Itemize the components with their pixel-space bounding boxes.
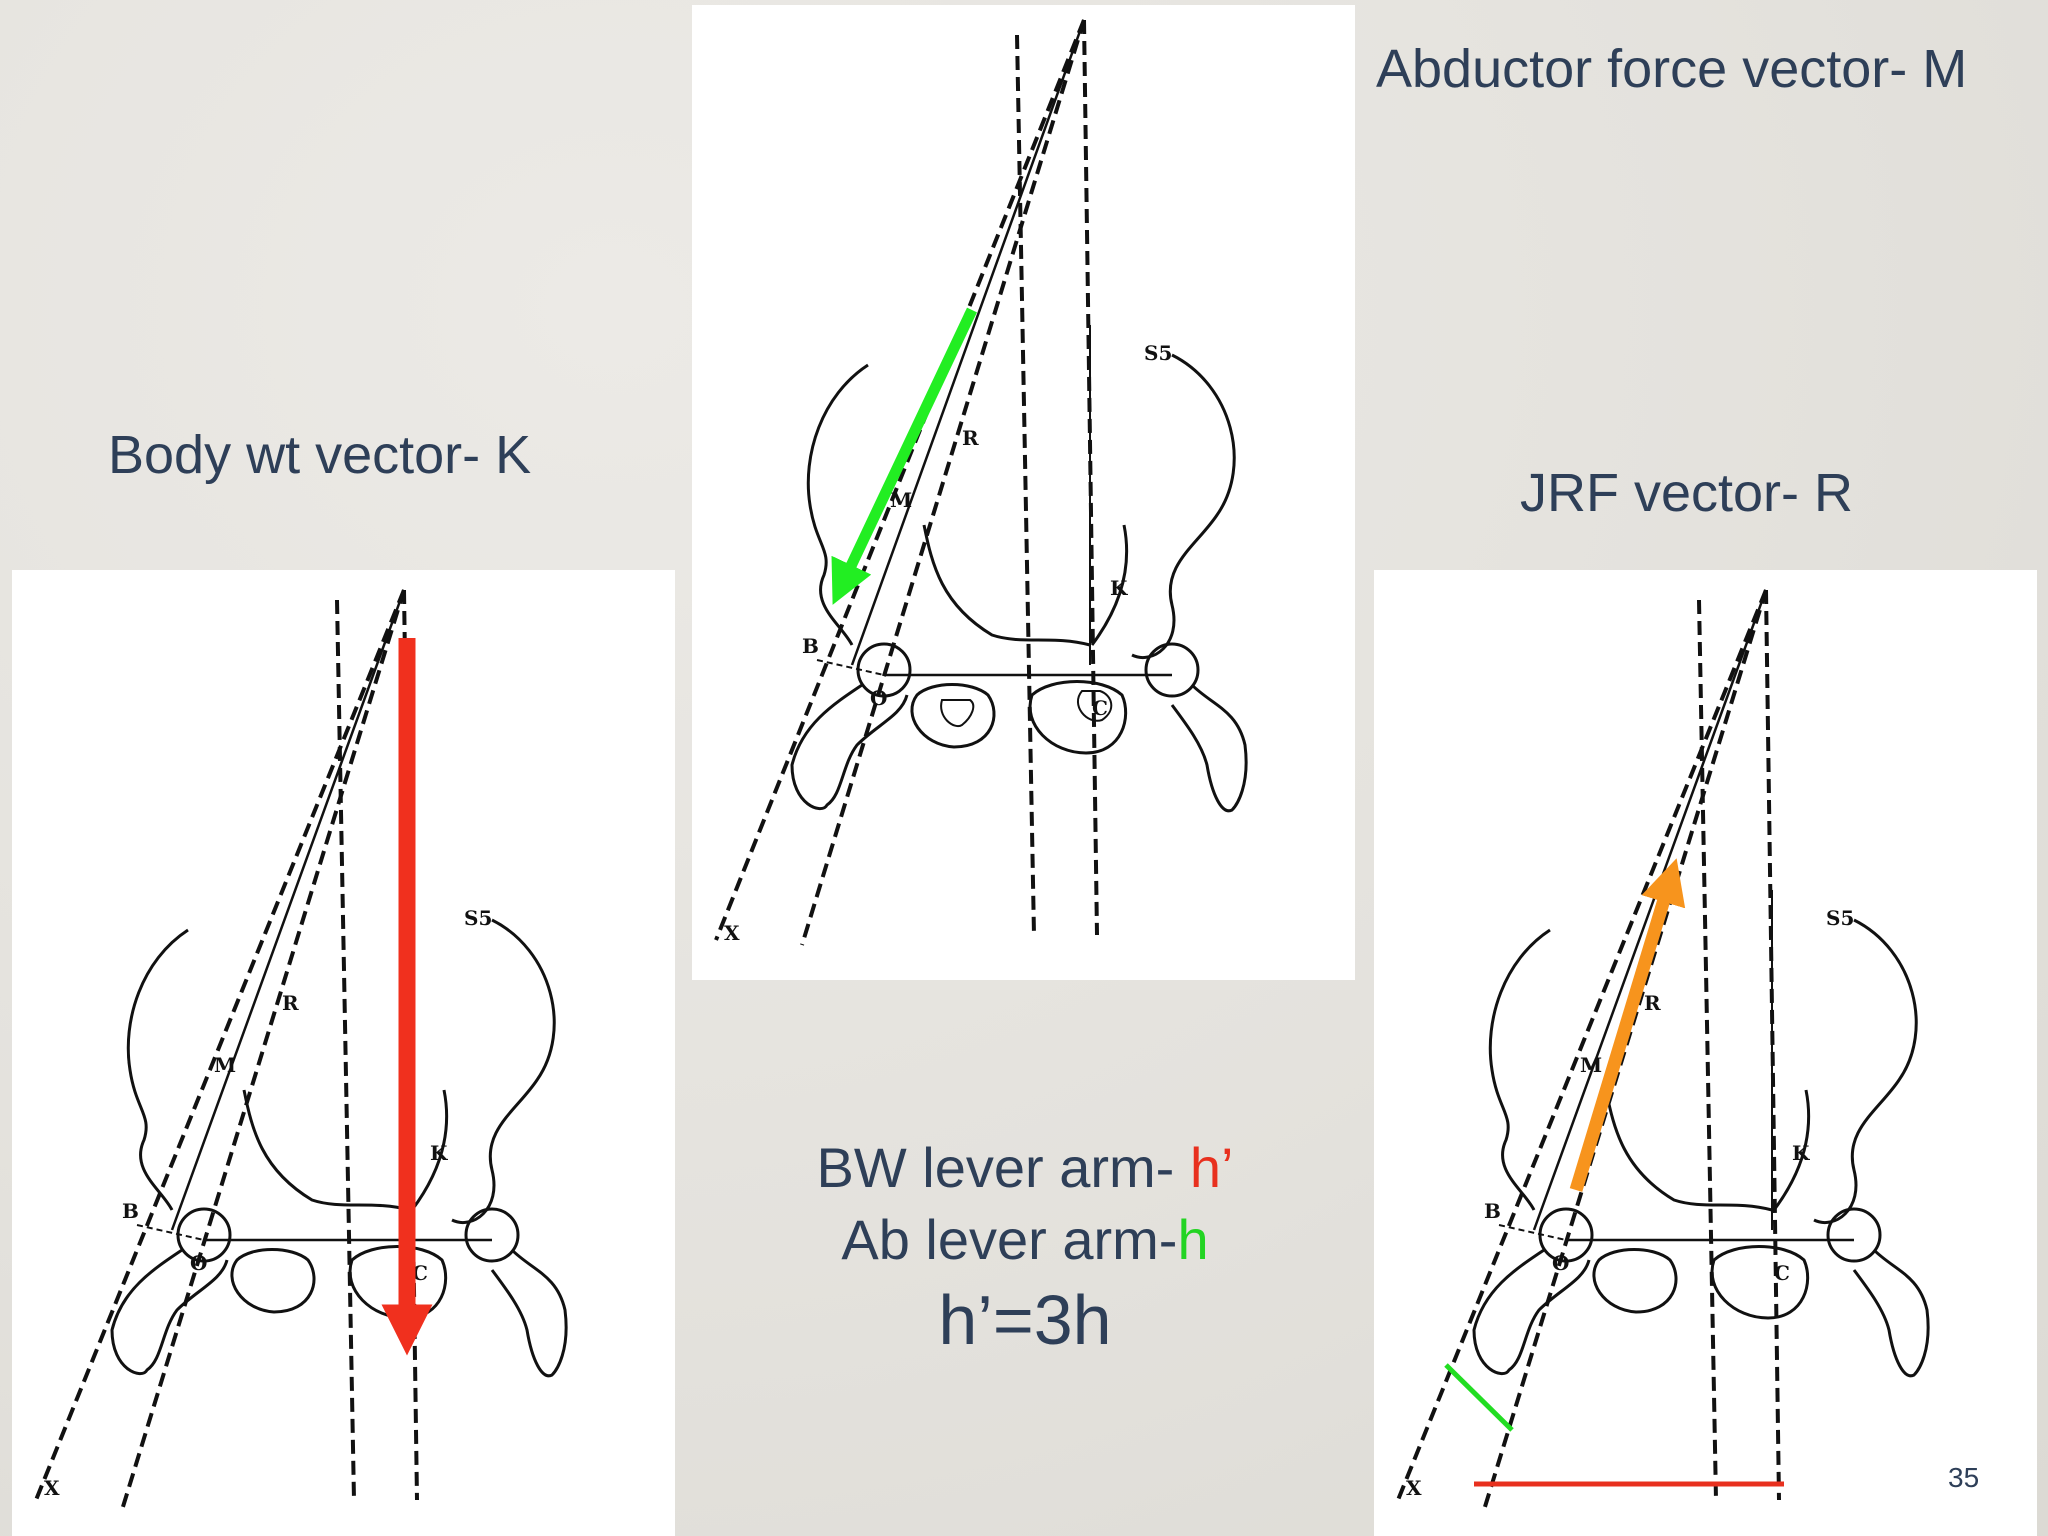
diagram-panel-jrf: S5 R M K B O C X <box>1374 570 2037 1536</box>
label-r: R <box>282 991 299 1015</box>
ab-lever-arm-symbol: h <box>1177 1208 1209 1271</box>
label-s5: S5 <box>1144 341 1172 365</box>
label-c: C <box>412 1261 428 1285</box>
label-b: B <box>122 1199 139 1223</box>
ab-lever-arm-text: Ab lever arm-h <box>700 1208 1350 1272</box>
label-m: M <box>1580 1053 1602 1077</box>
bw-lever-arm-prefix: BW lever arm- <box>816 1136 1190 1199</box>
label-o: O <box>870 686 887 710</box>
pelvis-diagram-body-weight: S5 R M K B O C X <box>34 589 568 1511</box>
diagram-panel-body-weight: S5 R M K B O C X <box>12 570 675 1536</box>
pelvis-diagram-jrf: S5 R M K B O C X <box>1396 589 1930 1511</box>
label-k: K <box>1110 576 1128 600</box>
label-x: X <box>44 1476 60 1500</box>
label-m: M <box>890 488 912 512</box>
label-m: M <box>214 1053 236 1077</box>
jrf-vector-label: JRF vector- R <box>1520 463 1854 523</box>
label-s5: S5 <box>464 906 492 930</box>
page-number: 35 <box>1948 1462 1980 1493</box>
label-b: B <box>802 634 819 658</box>
label-c: C <box>1092 696 1108 720</box>
body-wt-vector-label: Body wt vector- K <box>108 425 532 485</box>
label-x: X <box>1406 1476 1422 1500</box>
lever-relation-text: h’=3h <box>938 1281 1112 1359</box>
abductor-vector-label: Abductor force vector- M <box>1376 39 1968 99</box>
label-o: O <box>1552 1251 1569 1275</box>
label-k: K <box>430 1141 448 1165</box>
ab-lever-arm-prefix: Ab lever arm- <box>841 1208 1178 1271</box>
label-c: C <box>1774 1261 1790 1285</box>
bw-lever-arm-text: BW lever arm- h’ <box>700 1136 1350 1200</box>
label-k: K <box>1792 1141 1810 1165</box>
diagram-panel-abductor: S5 R M K B O C X <box>692 5 1355 980</box>
label-r: R <box>1644 991 1661 1015</box>
label-b: B <box>1484 1199 1501 1223</box>
label-o: O <box>190 1251 207 1275</box>
label-r: R <box>962 426 979 450</box>
label-s5: S5 <box>1826 906 1854 930</box>
label-x: X <box>724 921 740 945</box>
bw-lever-arm-symbol: h’ <box>1189 1136 1234 1199</box>
pelvis-diagram-abductor: S5 R M K B O C X <box>714 19 1248 946</box>
ab-lever-arm-line <box>1444 1363 1514 1432</box>
